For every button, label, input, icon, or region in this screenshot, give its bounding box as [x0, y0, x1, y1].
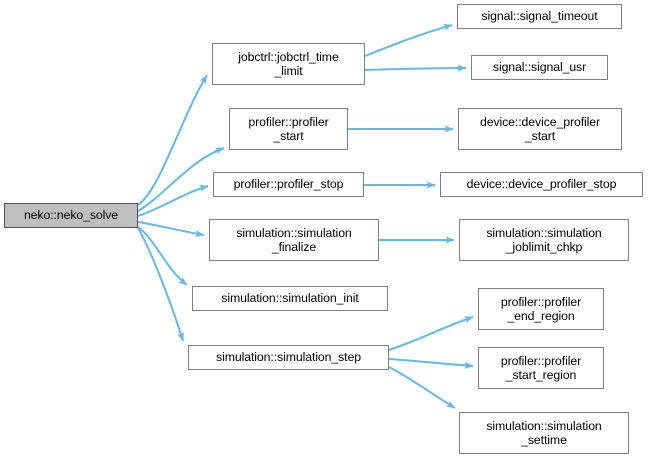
graph-node-device_profiler_stop[interactable]: device::device_profiler_stop	[440, 172, 643, 197]
call-edge-jobctrl_time_limit-to-signal_timeout	[364, 23, 453, 57]
call-edge-simulation_step-to-profiler_start_region	[388, 358, 474, 369]
graph-node-profiler_start_region[interactable]: profiler::profiler _start_region	[478, 347, 604, 389]
call-edge-simulation_step-to-profiler_end_region	[388, 316, 474, 351]
graph-node-simulation_init[interactable]: simulation::simulation_init	[192, 286, 388, 311]
graph-node-signal_usr[interactable]: signal::signal_usr	[471, 55, 608, 80]
call-edge-jobctrl_time_limit-to-signal_usr	[364, 64, 467, 72]
graph-node-simulation_finalize[interactable]: simulation::simulation _finalize	[209, 219, 379, 261]
graph-node-simulation_joblimit[interactable]: simulation::simulation _joblimit_chkp	[459, 219, 629, 261]
call-edge-simulation_step-to-simulation_settime	[388, 366, 456, 409]
call-edge-neko_solve-to-profiler_stop	[137, 185, 209, 217]
graph-node-profiler_stop[interactable]: profiler::profiler_stop	[213, 172, 364, 197]
graph-node-jobctrl_time_limit[interactable]: jobctrl::jobctrl_time _limit	[212, 43, 365, 85]
call-edge-neko_solve-to-profiler_start	[137, 147, 225, 212]
call-edge-neko_solve-to-simulation_finalize	[137, 221, 205, 238]
graph-node-signal_timeout[interactable]: signal::signal_timeout	[457, 4, 622, 29]
graph-node-simulation_step[interactable]: simulation::simulation_step	[188, 345, 389, 370]
graph-node-profiler_end_region[interactable]: profiler::profiler _end_region	[478, 288, 604, 330]
graph-node-simulation_settime[interactable]: simulation::simulation _settime	[459, 412, 629, 454]
call-edge-neko_solve-to-simulation_step	[137, 227, 184, 342]
graph-node-profiler_start[interactable]: profiler::profiler _start	[229, 108, 348, 150]
call-edge-neko_solve-to-simulation_init	[137, 226, 188, 286]
call-edge-neko_solve-to-jobctrl_time_limit	[137, 74, 208, 206]
graph-node-device_profiler_start[interactable]: device::device_profiler _start	[458, 108, 622, 150]
graph-node-neko_solve[interactable]: neko::neko_solve	[4, 203, 138, 228]
